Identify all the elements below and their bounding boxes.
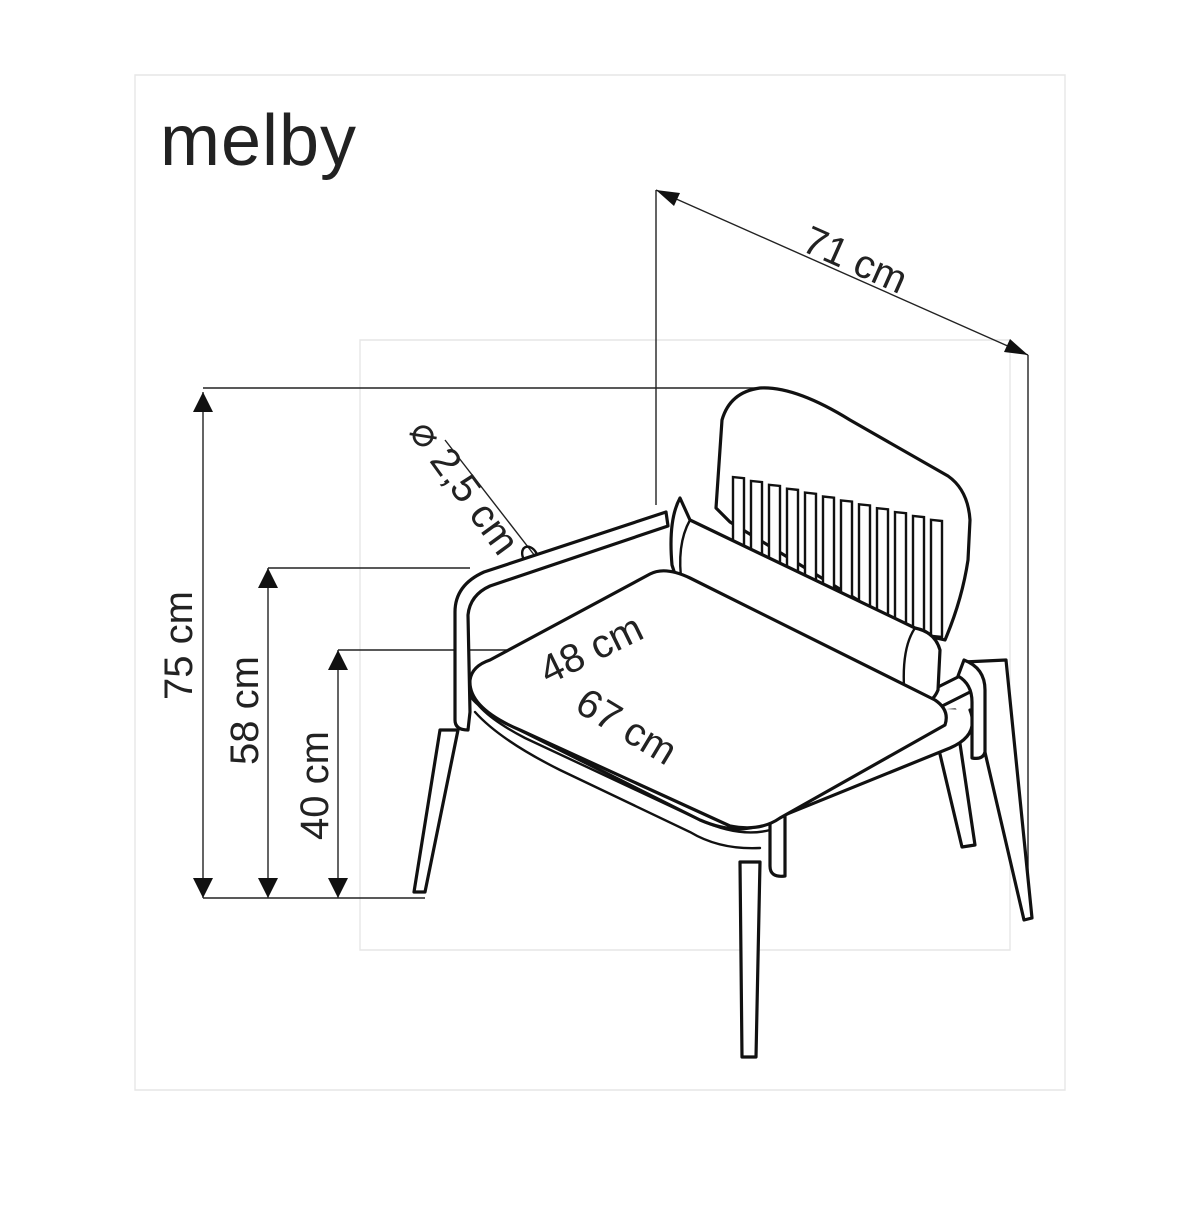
tube-diameter-label: ⌀ 2,5 cm [401,411,528,562]
chair-illustration [412,386,1034,1059]
background-guides [134,74,1066,1091]
height-label: 75 cm [157,591,201,700]
armrest-height-label: 58 cm [223,656,267,765]
depth-label: 71 cm [796,218,913,303]
seat-height-label: 40 cm [293,731,337,840]
product-title: melby [160,101,358,181]
